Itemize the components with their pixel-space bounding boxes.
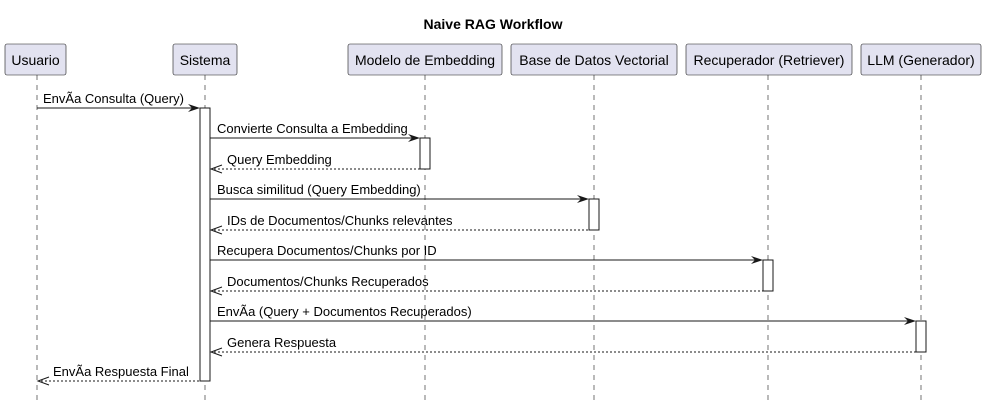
participant-label: Sistema [180, 52, 231, 68]
participant-box [4, 43, 67, 76]
participant-box [172, 43, 238, 76]
open-arrowhead-icon [209, 225, 223, 235]
participant-box [860, 43, 982, 76]
message-arrow: EnvÃ­a Consulta (Query) [37, 91, 200, 112]
activation-vectordb [588, 198, 600, 231]
arrowhead-icon [751, 256, 763, 264]
participant-label: Base de Datos Vectorial [519, 52, 668, 68]
participant-llm: LLM (Generador) [860, 43, 982, 76]
message-arrow: Genera Respuesta [209, 335, 916, 357]
activation-retriever [762, 259, 774, 292]
message-label: Genera Respuesta [227, 335, 337, 350]
participant-sistema: Sistema [172, 43, 238, 76]
participant-embedding: Modelo de Embedding [347, 43, 503, 76]
message-label: EnvÃ­a Respuesta Final [53, 364, 189, 379]
open-arrowhead-icon [209, 347, 223, 357]
message-arrow: EnvÃ­a Respuesta Final [36, 364, 200, 386]
messages: EnvÃ­a Consulta (Query) Convierte Consul… [36, 91, 916, 386]
participant-box [685, 43, 853, 76]
participant-retriever: Recuperador (Retriever) [685, 43, 853, 76]
participant-label: Modelo de Embedding [355, 52, 495, 68]
arrowhead-icon [408, 134, 420, 142]
lifelines [36, 75, 922, 400]
message-label: Documentos/Chunks Recuperados [227, 274, 429, 289]
message-label: Convierte Consulta a Embedding [217, 121, 408, 136]
participants: Usuario Sistema Modelo de Embedding Base… [4, 43, 982, 76]
participant-label: Recuperador (Retriever) [694, 52, 845, 68]
arrowhead-icon [577, 195, 589, 203]
activation-sistema [199, 107, 211, 382]
message-arrow: IDs de Documentos/Chunks relevantes [209, 213, 589, 235]
message-arrow: EnvÃ­a (Query + Documentos Recuperados) [210, 304, 916, 325]
participant-vectordb: Base de Datos Vectorial [510, 43, 678, 76]
open-arrowhead-icon [209, 286, 223, 296]
message-arrow: Documentos/Chunks Recuperados [209, 274, 763, 296]
participant-usuario: Usuario [4, 43, 67, 76]
participant-label: Usuario [11, 52, 59, 68]
message-arrow: Recupera Documentos/Chunks por ID [210, 243, 763, 264]
message-label: EnvÃ­a Consulta (Query) [43, 91, 184, 106]
message-label: IDs de Documentos/Chunks relevantes [227, 213, 453, 228]
activation-embedding [419, 137, 431, 170]
diagram-title: Naive RAG Workflow [424, 16, 563, 32]
open-arrowhead-icon [209, 164, 223, 174]
message-label: Query Embedding [227, 152, 332, 167]
participant-box [510, 43, 678, 76]
message-arrow: Query Embedding [209, 152, 420, 174]
message-label: Busca similitud (Query Embedding) [217, 182, 421, 197]
message-label: Recupera Documentos/Chunks por ID [217, 243, 437, 258]
participant-box [347, 43, 503, 76]
arrowhead-icon [188, 104, 200, 112]
message-arrow: Busca similitud (Query Embedding) [210, 182, 589, 203]
open-arrowhead-icon [36, 376, 50, 386]
participant-label: LLM (Generador) [867, 52, 974, 68]
activations [199, 107, 927, 382]
message-label: EnvÃ­a (Query + Documentos Recuperados) [217, 304, 472, 319]
activation-llm [915, 320, 927, 353]
message-arrow: Convierte Consulta a Embedding [210, 121, 420, 142]
arrowhead-icon [904, 317, 916, 325]
